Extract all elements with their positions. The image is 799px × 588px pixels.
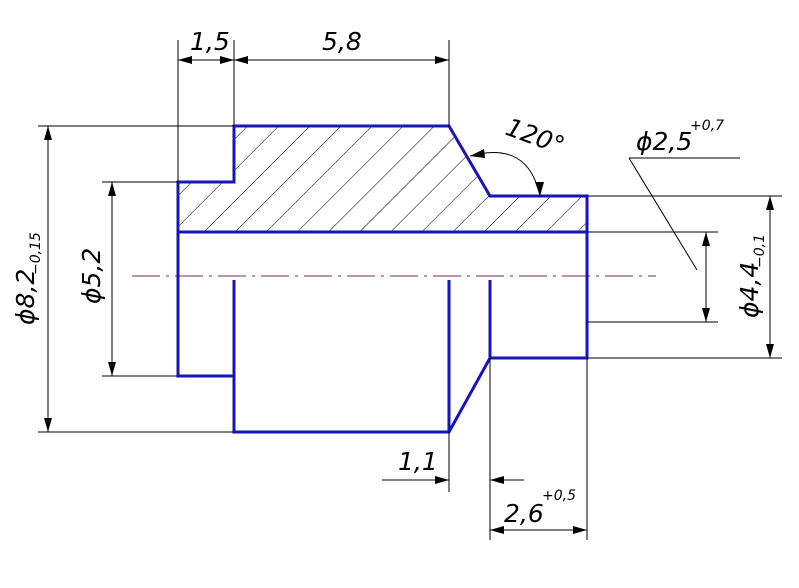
dim-small-diameter: ϕ4,4 −0,1 <box>735 234 768 318</box>
dim-hub-length-tol: +0,5 <box>542 488 576 504</box>
hatched-section <box>178 126 587 232</box>
svg-text:ϕ8,2: ϕ8,2 <box>11 269 40 325</box>
dim-step-length: 1,5 <box>190 27 230 56</box>
svg-text:ϕ5,2: ϕ5,2 <box>77 248 106 304</box>
dim-groove-width: 1,1 <box>398 447 438 476</box>
svg-text:−0,15: −0,15 <box>28 232 44 275</box>
dim-hub-length: 2,6 <box>504 499 544 528</box>
arrowheads <box>44 56 774 534</box>
svg-text:ϕ4,4: ϕ4,4 <box>735 262 764 318</box>
dim-body-length: 5,8 <box>322 27 362 56</box>
dim-angle: 120° <box>502 112 569 160</box>
svg-text:−0,1: −0,1 <box>752 234 768 268</box>
dim-outer-diameter: ϕ8,2 −0,15 <box>11 232 44 325</box>
dimension-lines <box>38 40 782 540</box>
dim-bore-diameter-tol: +0,7 <box>690 118 724 134</box>
dim-bore-diameter: ϕ2,5 <box>636 127 692 156</box>
dim-step-diameter: ϕ5,2 <box>77 248 106 304</box>
